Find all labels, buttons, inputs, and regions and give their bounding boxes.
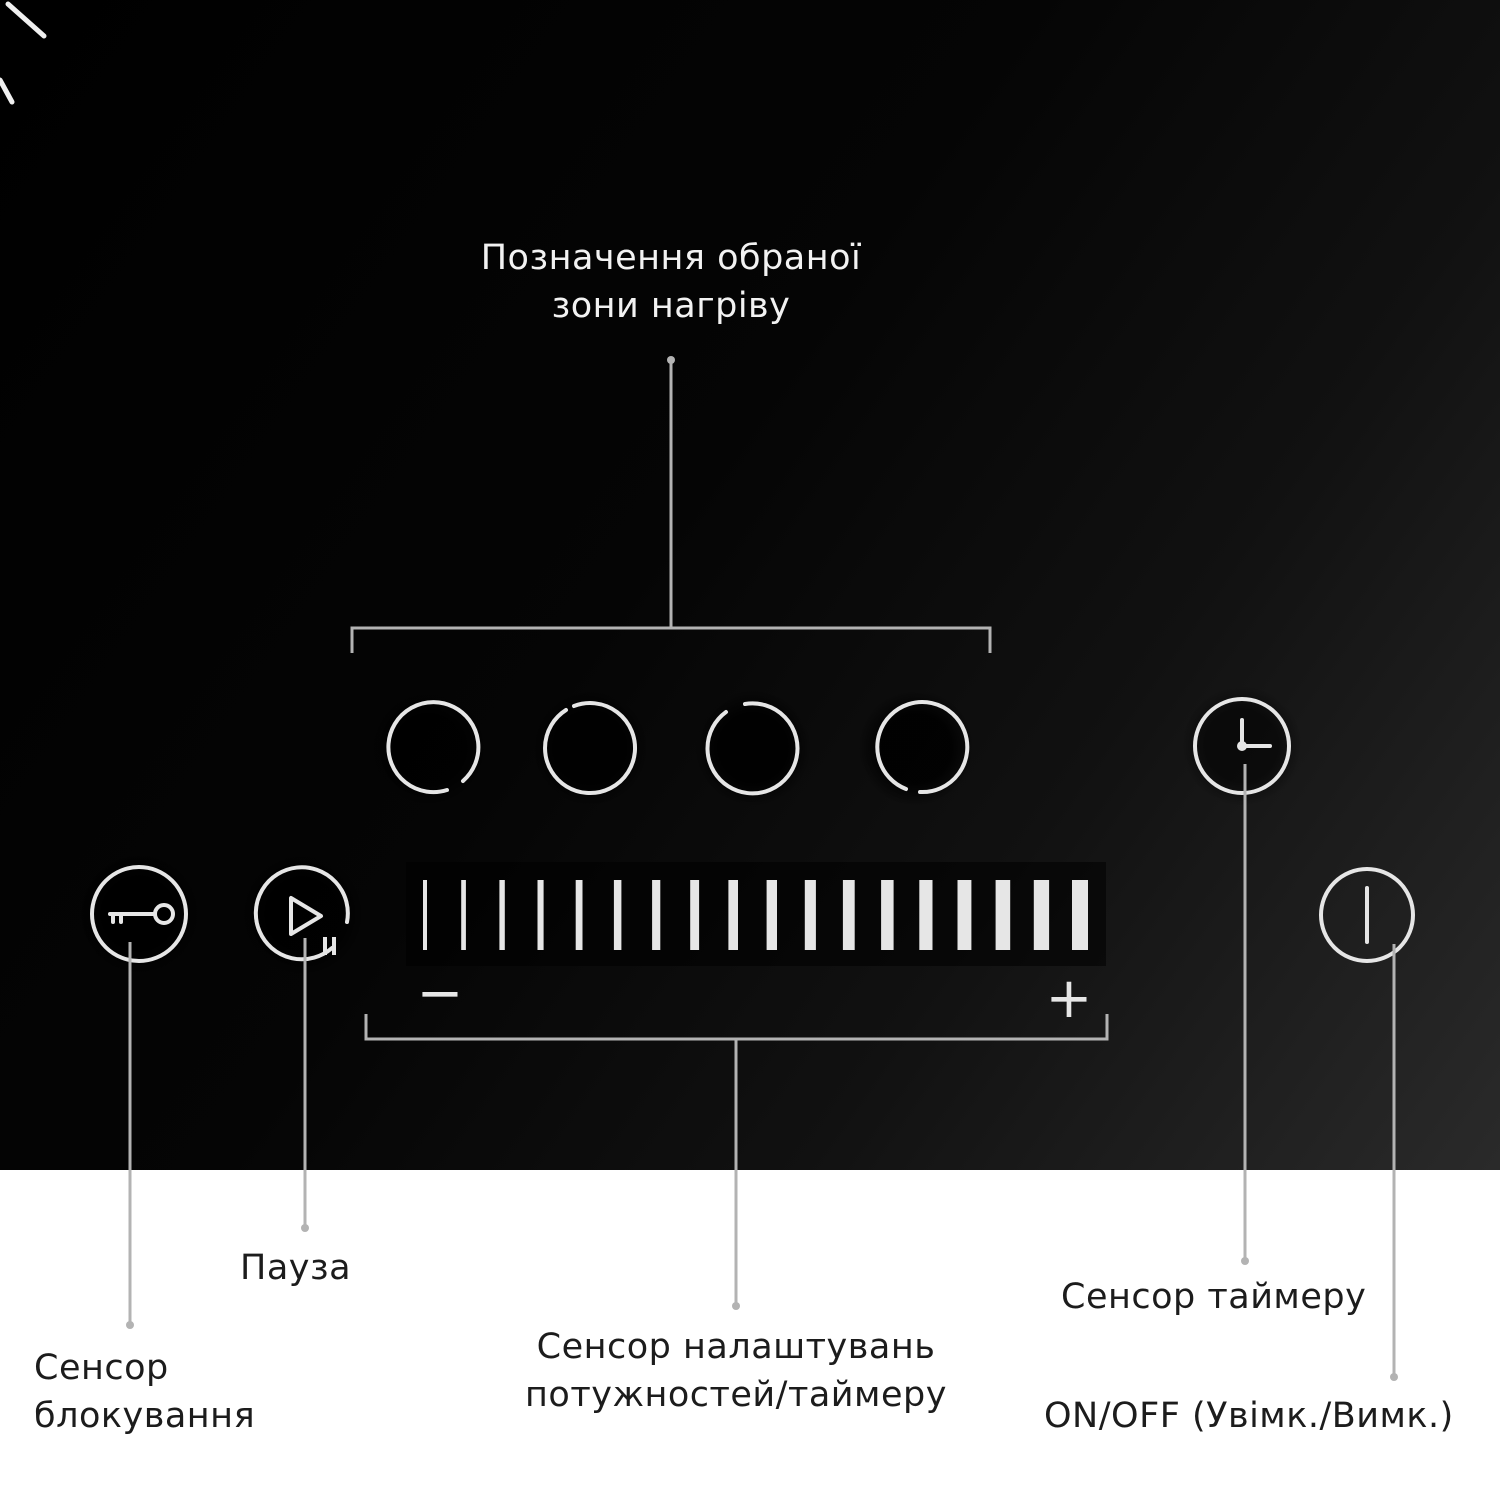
slider-segment[interactable]: [652, 880, 661, 950]
play-pause-icon: [289, 896, 336, 955]
power-timer-slider-label: Сенсор налаштувань потужностей/таймеру: [525, 1327, 947, 1415]
key-icon: [108, 903, 175, 925]
zone-ring-icon[interactable]: [705, 701, 800, 796]
timer-button[interactable]: [1182, 686, 1302, 806]
pause-label: Пауза: [240, 1248, 352, 1288]
plus-button[interactable]: +: [1046, 966, 1093, 1031]
slider-segment[interactable]: [766, 880, 777, 950]
slider-segment[interactable]: [499, 880, 505, 950]
slider-segment[interactable]: [919, 880, 933, 950]
lock-sensor-label: Сенсор блокування: [34, 1348, 256, 1436]
lock-button[interactable]: [77, 852, 201, 976]
timer-sensor-label: Сенсор таймеру: [1061, 1277, 1367, 1317]
slider-segment[interactable]: [1033, 880, 1050, 950]
clock-icon: [1237, 718, 1272, 751]
zone-selection-leader: [350, 356, 992, 653]
slider-segment[interactable]: [537, 880, 544, 950]
zone-ring-icon[interactable]: [386, 700, 481, 795]
slider-segment[interactable]: [690, 880, 700, 950]
slider-segment[interactable]: [461, 880, 466, 950]
power-timer-slider[interactable]: [423, 880, 1088, 950]
slider-segment[interactable]: [613, 880, 622, 950]
corner-decoration: [0, 1, 47, 105]
heating-zone-buttons: [370, 690, 974, 806]
slider-segment[interactable]: [842, 880, 855, 950]
on-off-label: ON/OFF (Увімк./Вимк.): [1044, 1396, 1454, 1436]
zone-selection-label: Позначення обраної зони нагріву: [480, 238, 862, 326]
slider-segment[interactable]: [957, 880, 972, 950]
caption-leaders: [126, 764, 1398, 1381]
minus-button[interactable]: −: [417, 961, 464, 1026]
slider-segment[interactable]: [995, 880, 1011, 950]
slider-segment[interactable]: [575, 880, 583, 950]
cooktop-control-panel: [0, 0, 1500, 1170]
slider-segment[interactable]: [423, 880, 427, 950]
slider-segment[interactable]: [881, 880, 894, 950]
slider-segment[interactable]: [1072, 880, 1088, 950]
on-off-button[interactable]: [1319, 867, 1415, 963]
zone-ring-icon[interactable]: [875, 700, 970, 795]
pause-button[interactable]: [240, 852, 364, 976]
slider-segment[interactable]: [804, 880, 816, 950]
zone-ring-icon[interactable]: [543, 701, 637, 796]
slider-backdrop: [406, 862, 1106, 966]
slider-leader: [364, 1014, 1109, 1310]
slider-segment[interactable]: [728, 880, 738, 950]
